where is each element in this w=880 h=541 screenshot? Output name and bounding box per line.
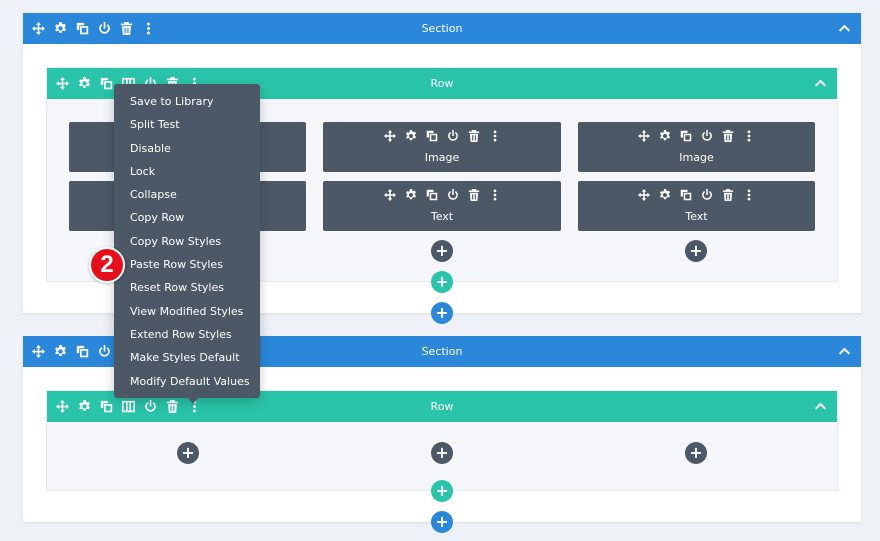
power-icon[interactable] bbox=[701, 130, 713, 142]
gear-icon[interactable] bbox=[659, 189, 671, 201]
menu-item-modify-default-values[interactable]: Modify Default Values bbox=[130, 374, 250, 388]
gear-icon[interactable] bbox=[78, 400, 91, 413]
menu-item-reset-row-styles[interactable]: Reset Row Styles bbox=[130, 281, 224, 295]
trash-icon[interactable] bbox=[722, 130, 734, 142]
trash-icon[interactable] bbox=[120, 22, 133, 35]
power-icon[interactable] bbox=[144, 400, 157, 413]
more-options-icon[interactable] bbox=[489, 189, 501, 201]
duplicate-icon[interactable] bbox=[100, 400, 113, 413]
more-options-icon[interactable] bbox=[743, 130, 755, 142]
menu-item-paste-row-styles[interactable]: Paste Row Styles bbox=[130, 258, 223, 272]
duplicate-icon[interactable] bbox=[426, 189, 438, 201]
module-text-col2[interactable]: Text bbox=[323, 181, 561, 231]
power-icon[interactable] bbox=[98, 345, 111, 358]
menu-item-collapse[interactable]: Collapse bbox=[130, 188, 177, 202]
menu-item-disable[interactable]: Disable bbox=[130, 141, 171, 155]
menu-item-extend-row-styles[interactable]: Extend Row Styles bbox=[130, 327, 232, 341]
more-options-icon[interactable] bbox=[489, 130, 501, 142]
add-section-button[interactable]: + bbox=[431, 511, 453, 533]
trash-icon[interactable] bbox=[468, 130, 480, 142]
move-icon[interactable] bbox=[32, 22, 45, 35]
module-label: Image bbox=[679, 151, 714, 164]
module-toolbar bbox=[323, 189, 561, 201]
gear-icon[interactable] bbox=[54, 345, 67, 358]
section-toolbar bbox=[32, 13, 155, 44]
chevron-up-icon[interactable] bbox=[838, 22, 851, 35]
module-text-col3[interactable]: Text bbox=[578, 181, 815, 231]
module-label: Image bbox=[424, 151, 460, 164]
more-options-icon[interactable] bbox=[142, 22, 155, 35]
add-module-button[interactable]: + bbox=[177, 442, 199, 464]
chevron-up-icon[interactable] bbox=[814, 400, 827, 413]
add-module-button[interactable]: + bbox=[431, 442, 453, 464]
trash-icon[interactable] bbox=[468, 189, 480, 201]
duplicate-icon[interactable] bbox=[76, 345, 89, 358]
trash-icon[interactable] bbox=[166, 400, 179, 413]
duplicate-icon[interactable] bbox=[426, 130, 438, 142]
add-section-button[interactable]: + bbox=[431, 302, 453, 324]
power-icon[interactable] bbox=[447, 130, 459, 142]
move-icon[interactable] bbox=[32, 345, 45, 358]
move-icon[interactable] bbox=[638, 189, 650, 201]
gear-icon[interactable] bbox=[405, 130, 417, 142]
move-icon[interactable] bbox=[384, 130, 396, 142]
move-icon[interactable] bbox=[384, 189, 396, 201]
add-module-button[interactable]: + bbox=[431, 240, 453, 262]
module-image-col3[interactable]: Image bbox=[578, 122, 815, 172]
power-icon[interactable] bbox=[701, 189, 713, 201]
row-2: Row + + + bbox=[46, 390, 838, 491]
add-module-button[interactable]: + bbox=[685, 240, 707, 262]
module-toolbar bbox=[578, 130, 815, 142]
section-1: Section Row bbox=[23, 13, 861, 313]
step-badge: 2 bbox=[89, 247, 125, 283]
module-label: Text bbox=[430, 210, 454, 223]
move-icon[interactable] bbox=[56, 400, 69, 413]
menu-item-view-modified-styles[interactable]: View Modified Styles bbox=[130, 304, 244, 318]
columns-icon[interactable] bbox=[122, 400, 135, 413]
gear-icon[interactable] bbox=[78, 77, 91, 90]
add-module-button[interactable]: + bbox=[685, 442, 707, 464]
move-icon[interactable] bbox=[56, 77, 69, 90]
gear-icon[interactable] bbox=[54, 22, 67, 35]
menu-item-make-styles-default[interactable]: Make Styles Default bbox=[130, 351, 240, 365]
chevron-up-icon[interactable] bbox=[814, 77, 827, 90]
duplicate-icon[interactable] bbox=[680, 189, 692, 201]
menu-item-copy-row[interactable]: Copy Row bbox=[130, 211, 185, 225]
menu-caret bbox=[187, 397, 199, 404]
duplicate-icon[interactable] bbox=[680, 130, 692, 142]
power-icon[interactable] bbox=[447, 189, 459, 201]
gear-icon[interactable] bbox=[659, 130, 671, 142]
menu-item-copy-row-styles[interactable]: Copy Row Styles bbox=[130, 234, 222, 248]
move-icon[interactable] bbox=[638, 130, 650, 142]
module-toolbar bbox=[323, 130, 561, 142]
duplicate-icon[interactable] bbox=[100, 77, 113, 90]
section-header[interactable]: Section bbox=[23, 13, 861, 44]
module-image-col2[interactable]: Image bbox=[323, 122, 561, 172]
chevron-up-icon[interactable] bbox=[838, 345, 851, 358]
row-context-menu: Save to Library Split Test Disable Lock … bbox=[114, 84, 260, 398]
duplicate-icon[interactable] bbox=[76, 22, 89, 35]
add-row-button[interactable]: + bbox=[431, 480, 453, 502]
menu-item-save-to-library[interactable]: Save to Library bbox=[130, 95, 214, 108]
gear-icon[interactable] bbox=[405, 189, 417, 201]
menu-item-split-test[interactable]: Split Test bbox=[130, 118, 180, 132]
module-label: Text bbox=[685, 210, 708, 223]
menu-item-lock[interactable]: Lock bbox=[130, 164, 156, 178]
module-toolbar bbox=[578, 189, 815, 201]
more-options-icon[interactable] bbox=[743, 189, 755, 201]
trash-icon[interactable] bbox=[722, 189, 734, 201]
add-row-button[interactable]: + bbox=[431, 271, 453, 293]
power-icon[interactable] bbox=[98, 22, 111, 35]
section-2: Section Row + + + + bbox=[23, 336, 861, 522]
